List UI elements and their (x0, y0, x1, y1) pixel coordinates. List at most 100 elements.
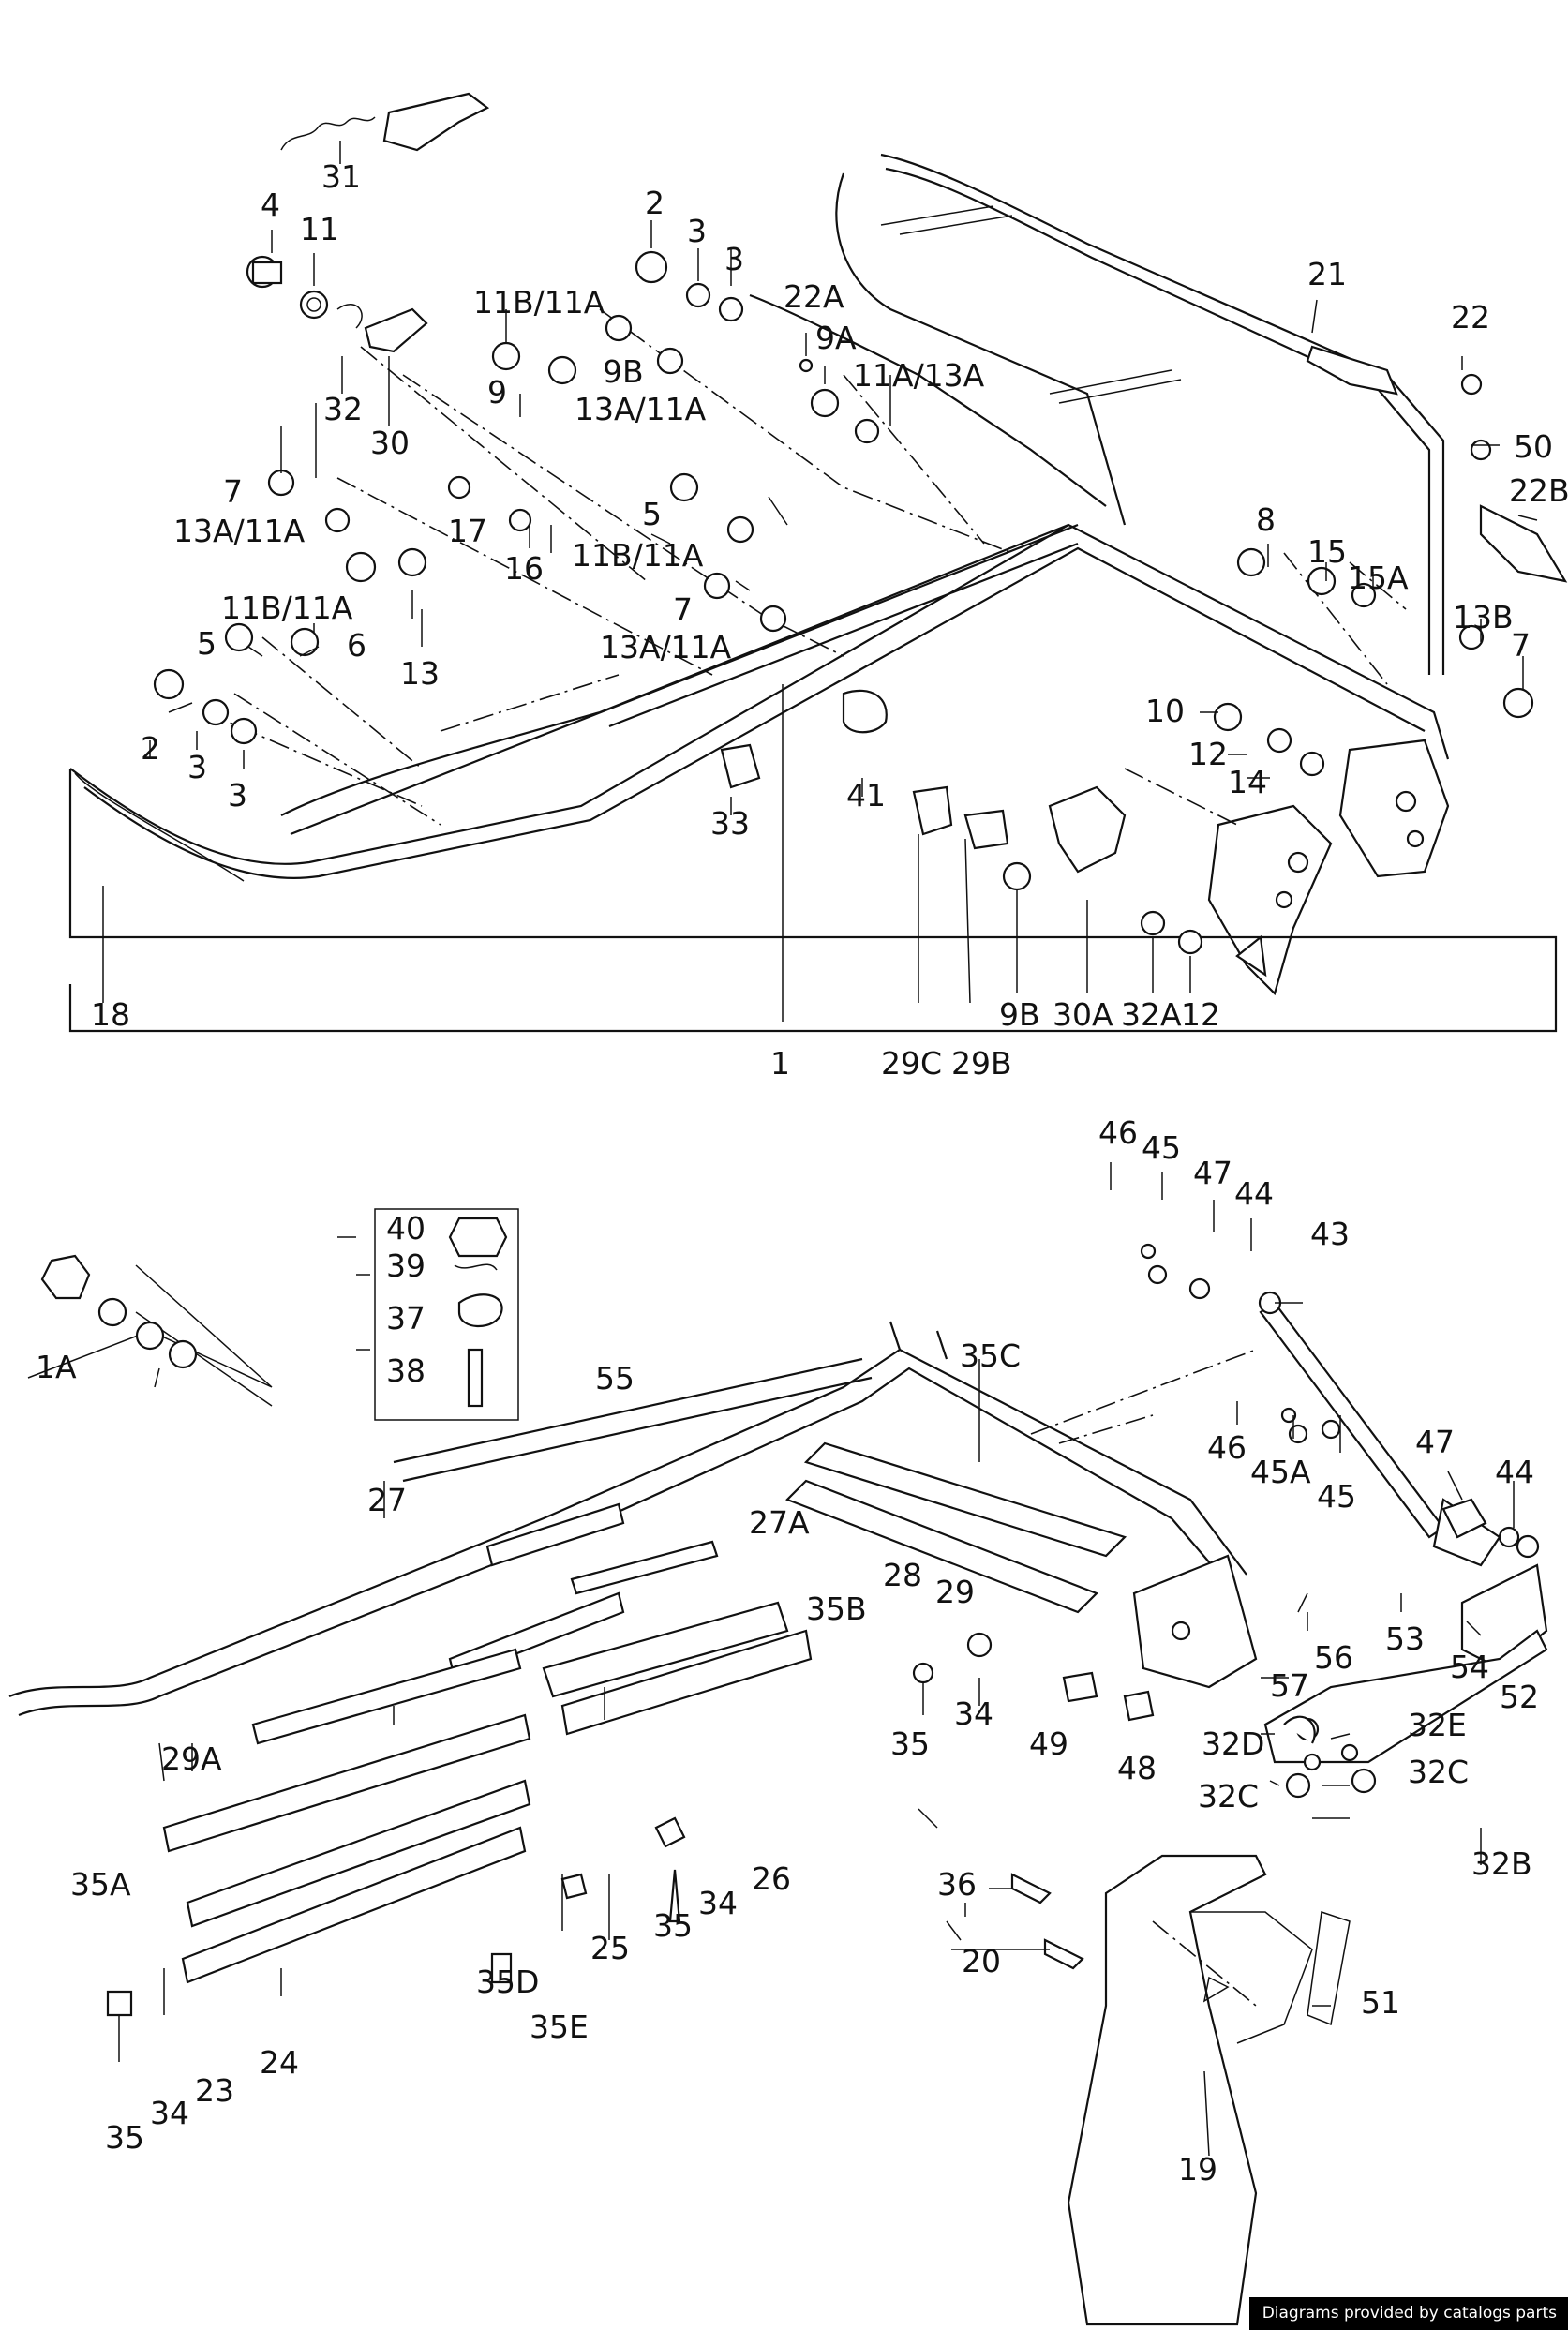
callout-35E: 35E (530, 2009, 589, 2045)
callout-45-a: 45 (1142, 1129, 1181, 1166)
callout-30: 30 (370, 425, 410, 461)
callout-35-c: 35 (105, 2119, 144, 2156)
callout-50: 50 (1514, 428, 1553, 465)
callout-25: 25 (590, 1930, 630, 1966)
callout-35B: 35B (806, 1591, 867, 1627)
callout-2-top: 2 (645, 185, 665, 221)
callout-3-a: 3 (687, 213, 707, 249)
callout-37: 37 (386, 1300, 426, 1337)
callout-11: 11 (300, 211, 339, 247)
callout-32D: 32D (1202, 1725, 1264, 1762)
callout-6: 6 (347, 627, 366, 664)
top-small-parts (102, 92, 1568, 1022)
top-frame-assembly (68, 153, 1558, 1033)
callout-29C: 29C (881, 1045, 942, 1082)
callout-28: 28 (883, 1557, 922, 1593)
callout-19: 19 (1178, 2151, 1217, 2188)
callout-10: 10 (1145, 693, 1185, 729)
callout-29A: 29A (161, 1740, 222, 1777)
callout-1A: 1A (36, 1349, 77, 1385)
callout-38: 38 (386, 1352, 426, 1389)
callout-54: 54 (1450, 1649, 1489, 1685)
callout-13B: 13B (1453, 599, 1514, 635)
callout-5-a: 5 (642, 496, 662, 532)
callout-34-c: 34 (150, 2095, 189, 2131)
callout-20: 20 (962, 1943, 1001, 1979)
callout-34-b: 34 (698, 1885, 738, 1921)
callout-51: 51 (1361, 1984, 1400, 2021)
callout-22: 22 (1451, 299, 1490, 336)
callout-3-b: 3 (724, 241, 744, 277)
callout-32: 32 (323, 391, 363, 427)
callout-7-b: 7 (673, 591, 693, 628)
callout-29: 29 (935, 1574, 975, 1610)
callout-30A: 30A (1053, 996, 1113, 1033)
callout-3-c: 3 (187, 749, 207, 785)
attribution-badge: Diagrams provided by catalogs parts (1248, 2297, 1568, 2330)
callout-23: 23 (195, 2072, 234, 2109)
callout-2-left: 2 (141, 730, 160, 767)
callout-44-b: 44 (1495, 1454, 1534, 1490)
callout-labels: 31 4 11 32 30 2 3 3 22A 9A 11A/13A 11B/1… (36, 158, 1568, 2188)
callout-16: 16 (504, 550, 544, 587)
callout-29B: 29B (951, 1045, 1012, 1082)
callout-55: 55 (595, 1360, 635, 1397)
callout-40: 40 (386, 1210, 426, 1247)
callout-31: 31 (321, 158, 361, 195)
callout-4: 4 (261, 187, 280, 223)
callout-22A: 22A (784, 278, 844, 315)
callout-11A-13A: 11A/13A (853, 357, 985, 394)
callout-9: 9 (487, 374, 507, 411)
callout-11B-11A-left: 11B/11A (221, 590, 353, 626)
callout-35C: 35C (960, 1337, 1021, 1374)
callout-49: 49 (1029, 1725, 1068, 1762)
callout-41: 41 (846, 777, 886, 814)
callout-35-b: 35 (653, 1907, 693, 1944)
callout-33: 33 (710, 805, 750, 842)
callout-9B-low: 9B (999, 996, 1040, 1033)
callout-9A: 9A (815, 320, 857, 356)
callout-48: 48 (1117, 1750, 1157, 1786)
callout-57: 57 (1270, 1667, 1309, 1704)
callout-13: 13 (400, 655, 440, 692)
callout-12-a: 12 (1188, 736, 1228, 772)
callout-46-b: 46 (1207, 1429, 1247, 1466)
callout-32E: 32E (1408, 1707, 1467, 1743)
callout-27A: 27A (749, 1504, 810, 1541)
callout-24: 24 (260, 2044, 299, 2081)
callout-11B-11A-mid: 11B/11A (572, 537, 704, 574)
callout-45-b: 45 (1317, 1478, 1356, 1515)
callout-32B: 32B (1471, 1845, 1532, 1882)
callout-35-a: 35 (890, 1725, 930, 1762)
callout-45A: 45A (1250, 1454, 1311, 1490)
callout-18: 18 (91, 996, 130, 1033)
callout-14: 14 (1228, 764, 1267, 800)
callout-7-c: 7 (1511, 627, 1531, 664)
callout-32A: 32A (1121, 996, 1182, 1033)
callout-34-a: 34 (954, 1695, 993, 1732)
callout-9B: 9B (603, 353, 644, 390)
callout-32C-right: 32C (1408, 1754, 1469, 1790)
callout-12-b: 12 (1181, 996, 1220, 1033)
callout-22B: 22B (1509, 472, 1568, 509)
callout-13A-11A-top: 13A/11A (575, 391, 707, 427)
callout-46-a: 46 (1098, 1114, 1138, 1151)
callout-1: 1 (770, 1045, 790, 1082)
callout-17: 17 (448, 513, 487, 549)
callout-35D: 35D (476, 1964, 539, 2000)
callout-3-d: 3 (228, 777, 247, 814)
callout-52: 52 (1500, 1679, 1539, 1715)
callout-11B-11A-top: 11B/11A (473, 284, 605, 321)
bottom-frame-assembly (8, 1162, 1548, 2326)
callout-15A: 15A (1348, 560, 1409, 596)
callout-27: 27 (367, 1482, 407, 1518)
callout-35A: 35A (70, 1866, 131, 1903)
callout-43: 43 (1310, 1216, 1350, 1252)
callout-26: 26 (752, 1860, 791, 1897)
callout-36: 36 (937, 1866, 977, 1903)
callout-8: 8 (1256, 501, 1276, 538)
callout-15: 15 (1307, 533, 1347, 570)
callout-39: 39 (386, 1247, 426, 1284)
callout-5-b: 5 (197, 625, 217, 662)
